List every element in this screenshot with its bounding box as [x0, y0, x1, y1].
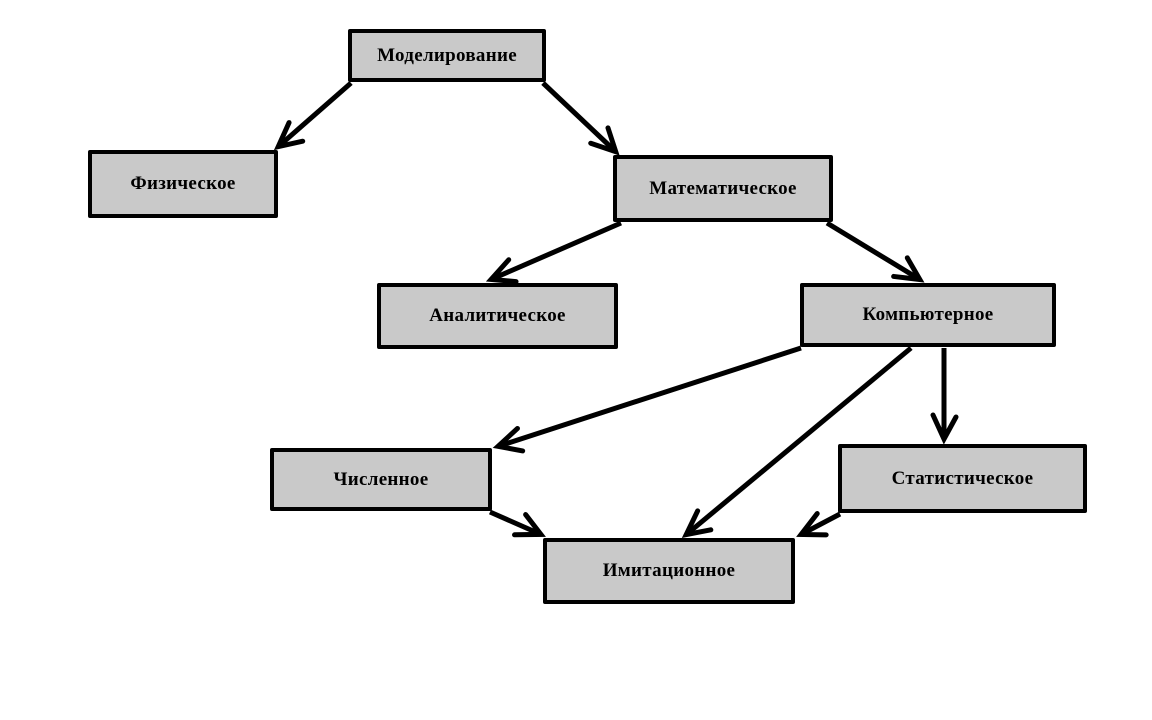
edge-modelirovanie-matematicheskoe	[541, 81, 620, 156]
node-imitacionnoe: Имитационное	[543, 538, 795, 604]
edge-kompyuternoe-imitacionnoe	[681, 346, 913, 539]
edge-statisticheskoe-imitacionnoe	[796, 511, 842, 538]
node-label-fizicheskoe: Физическое	[130, 173, 236, 194]
node-label-chislennoe: Численное	[333, 468, 429, 490]
node-label-imitacionnoe: Имитационное	[602, 560, 736, 581]
node-label-modelirovanie: Моделирование	[377, 44, 517, 66]
node-label-matematicheskoe: Математическое	[649, 177, 797, 199]
node-modelirovanie: Моделирование	[348, 29, 546, 82]
node-statisticheskoe: Статистическое	[838, 444, 1087, 513]
edge-matematicheskoe-analiticheskoe	[485, 220, 622, 285]
edge-kompyuternoe-chislennoe	[492, 345, 802, 454]
node-fizicheskoe: Физическое	[88, 150, 278, 218]
edge-modelirovanie-fizicheskoe	[273, 81, 353, 151]
node-kompyuternoe: Компьютерное	[800, 283, 1056, 347]
node-label-kompyuternoe: Компьютерное	[862, 304, 994, 325]
node-label-analiticheskoe: Аналитическое	[429, 305, 566, 326]
node-analiticheskoe: Аналитическое	[377, 283, 618, 349]
node-matematicheskoe: Математическое	[613, 155, 833, 222]
edge-chislennoe-imitacionnoe	[488, 509, 546, 538]
node-label-statisticheskoe: Статистическое	[891, 467, 1034, 489]
node-chislennoe: Численное	[270, 448, 492, 511]
edge-matematicheskoe-kompyuternoe	[825, 220, 925, 283]
